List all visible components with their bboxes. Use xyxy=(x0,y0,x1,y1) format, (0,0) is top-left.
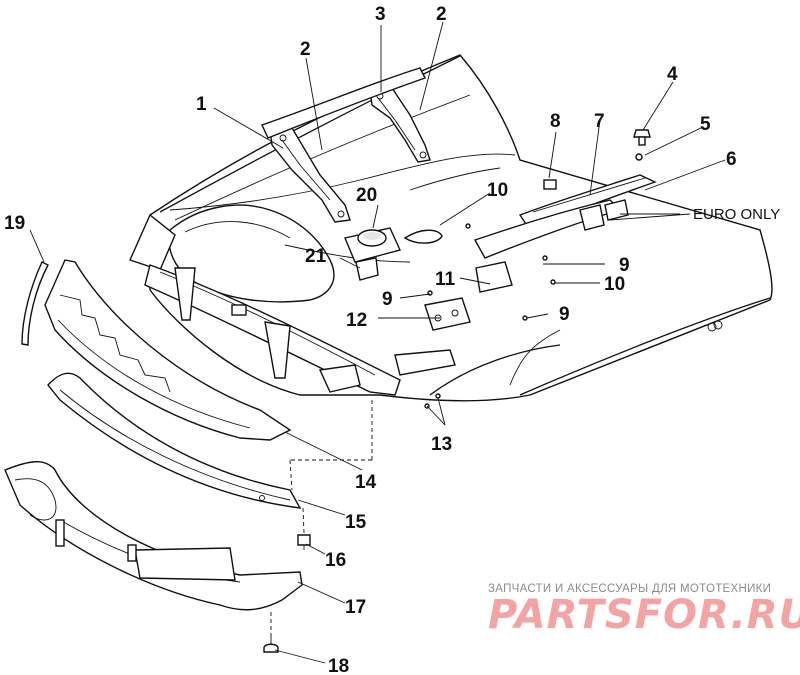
bracket-right xyxy=(369,87,431,163)
callout-2a: 2 xyxy=(300,39,311,60)
bracket-left xyxy=(269,127,351,223)
callout-10a: 10 xyxy=(487,180,508,201)
part-4-screw xyxy=(633,129,651,146)
callout-12: 12 xyxy=(346,310,367,331)
callout-7: 7 xyxy=(594,111,605,132)
callout-15: 15 xyxy=(345,512,367,533)
callout-8: 8 xyxy=(550,111,561,132)
part-17-lower-pan xyxy=(4,461,303,611)
part-11-12-plate xyxy=(424,297,471,331)
part-21-clip xyxy=(355,257,379,281)
part-5-washer xyxy=(635,153,643,161)
part-16-bolt xyxy=(297,534,311,550)
callout-labels: 1 2 2 3 4 5 6 7 8 9 9 9 10 10 11 12 13 1… xyxy=(4,4,780,675)
small-fasteners xyxy=(424,223,556,409)
callout-4: 4 xyxy=(667,64,678,85)
callout-17: 17 xyxy=(345,597,366,618)
callout-3: 3 xyxy=(375,4,386,25)
callout-9a: 9 xyxy=(619,255,630,276)
frame-beam xyxy=(129,213,456,396)
callout-18: 18 xyxy=(328,656,349,675)
callout-13: 13 xyxy=(431,434,452,455)
callout-14: 14 xyxy=(355,472,377,493)
part-14-lower-bumper xyxy=(44,259,292,441)
leader-lines xyxy=(29,21,726,664)
callout-1: 1 xyxy=(196,94,207,115)
watermark: ЗАПЧАСТИ И АКСЕССУАРЫ ДЛЯ МОТОТЕХНИКИ PA… xyxy=(488,583,800,638)
callout-6: 6 xyxy=(726,149,737,170)
part-19-strip xyxy=(21,261,49,346)
callout-9c: 9 xyxy=(559,304,570,325)
part-20-mount xyxy=(344,227,443,263)
part-15-trim xyxy=(47,372,302,509)
callout-2b: 2 xyxy=(436,4,447,25)
callout-9b: 9 xyxy=(382,289,393,310)
assembly-dash-lines xyxy=(270,400,373,636)
euro-only-note: EURO ONLY xyxy=(693,206,780,223)
callout-5: 5 xyxy=(700,114,711,135)
callout-16: 16 xyxy=(325,550,346,571)
callout-11: 11 xyxy=(435,269,456,290)
part-8-block xyxy=(543,179,557,190)
watermark-logo: PARTSFOR.RU xyxy=(488,592,800,638)
callout-21: 21 xyxy=(305,246,327,267)
rail-7-6 xyxy=(473,174,657,293)
watermark-tagline: ЗАПЧАСТИ И АКСЕССУАРЫ ДЛЯ МОТОТЕХНИКИ xyxy=(488,583,771,595)
bracket-top-plate xyxy=(261,67,426,139)
callout-20: 20 xyxy=(356,185,377,206)
callout-19: 19 xyxy=(4,213,25,234)
part-18-bolt xyxy=(263,636,279,653)
callout-10b: 10 xyxy=(604,274,625,295)
